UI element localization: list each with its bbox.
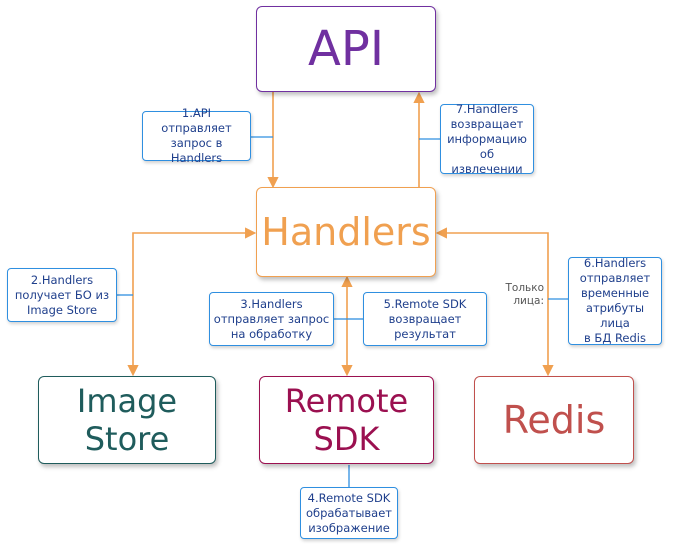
note-6-line1: 6.Handlers xyxy=(583,256,647,270)
image-store-node: Image Store xyxy=(38,376,216,464)
api-node: API xyxy=(256,6,436,92)
note-6: 6.Handlers отправляет временные атрибуты… xyxy=(568,256,662,345)
redis-edge-label-line1: Только xyxy=(505,282,544,294)
arrow-handlers-redis xyxy=(435,227,554,377)
note-1-line2: запрос в Handlers xyxy=(170,136,223,165)
note-7-line1: 7.Handlers xyxy=(455,101,519,116)
note-4-line3: изображение xyxy=(308,520,390,535)
remote-sdk-label-line2: SDK xyxy=(313,420,380,458)
redis-label: Redis xyxy=(502,398,606,442)
note-5-line1: 5.Remote SDK xyxy=(383,296,467,311)
note-2-line3: Image Store xyxy=(26,302,98,317)
image-store-label-line2: Store xyxy=(84,420,170,458)
note-2: 2.Handlers получает БО из Image Store xyxy=(7,268,117,322)
note-3-line1: 3.Handlers xyxy=(240,296,303,311)
note-7-line2: возвращает xyxy=(450,116,524,131)
note-6-line2: отправляет xyxy=(579,271,651,285)
redis-edge-label: Только лица: xyxy=(500,282,544,308)
note-1-line1: 1.API отправляет xyxy=(161,106,232,135)
handlers-label: Handlers xyxy=(261,210,431,254)
note-7-line3: информацию xyxy=(447,131,527,146)
note-1: 1.API отправляет запрос в Handlers xyxy=(142,106,251,165)
note-3-line2: отправляет запрос xyxy=(213,311,330,326)
note-3-line3: на обработку xyxy=(230,326,313,341)
note-5-line3: результат xyxy=(394,326,456,341)
note-4-line1: 4.Remote SDK xyxy=(307,490,391,505)
api-label: API xyxy=(308,21,384,77)
redis-node: Redis xyxy=(474,376,634,464)
note-5: 5.Remote SDK возвращает результат xyxy=(363,292,487,346)
redis-edge-label-line2: лица: xyxy=(513,295,544,307)
remote-sdk-label-line1: Remote xyxy=(284,382,409,420)
note-4-line2: обрабатывает xyxy=(306,505,392,520)
note-3: 3.Handlers отправляет запрос на обработк… xyxy=(209,292,334,346)
note-4: 4.Remote SDK обрабатывает изображение xyxy=(300,487,398,539)
image-store-label-line1: Image xyxy=(76,382,178,420)
remote-sdk-node: Remote SDK xyxy=(259,376,434,464)
note-5-line2: возвращает xyxy=(388,311,462,326)
note-2-line1: 2.Handlers xyxy=(30,272,94,287)
note-7-line4: об извлечении xyxy=(451,146,523,176)
note-6-line4: атрибуты лица xyxy=(585,301,645,330)
note-7: 7.Handlers возвращает информацию об извл… xyxy=(440,101,534,176)
note-2-line2: получает БО из xyxy=(14,287,110,302)
note-6-line5: в БД Redis xyxy=(584,331,646,345)
arrow-handlers-image-store xyxy=(127,227,257,377)
note-6-line3: временные xyxy=(580,286,650,300)
handlers-node: Handlers xyxy=(256,187,436,277)
